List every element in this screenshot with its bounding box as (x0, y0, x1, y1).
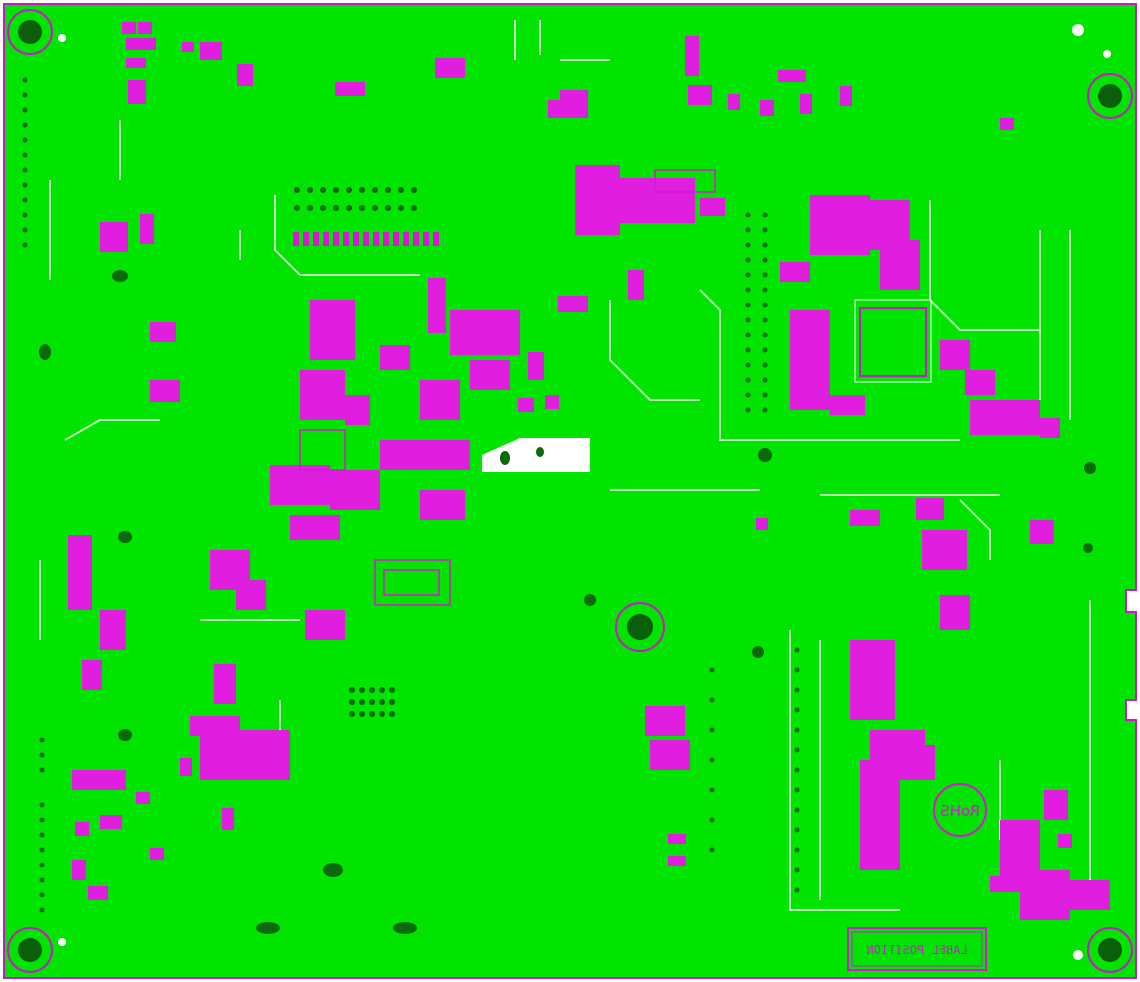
mounting-hole-icon (1087, 927, 1133, 973)
rohs-logo-icon: RoHS (933, 783, 987, 837)
ic-pin-grid (349, 687, 395, 717)
label-position-box: LABEL POSITION (847, 927, 987, 971)
connector-pin-row (294, 187, 417, 211)
board-outline (3, 3, 1137, 979)
mounting-hole-icon (615, 602, 665, 652)
smd-component-pads (68, 22, 1110, 920)
mounting-hole-icon (7, 9, 53, 55)
keepout-area (482, 438, 590, 472)
via-holes (58, 24, 1111, 960)
label-position-text: LABEL POSITION (866, 943, 967, 957)
rohs-text: RoHS (940, 802, 980, 820)
large-pads (39, 270, 1096, 934)
silkscreen-outlines (299, 169, 716, 606)
header-pin-columns (709, 212, 800, 893)
left-edge-pads (22, 77, 45, 913)
cpu-chip-icon (854, 299, 932, 383)
mounting-hole-icon (1087, 73, 1133, 119)
connector-pad-strip (293, 232, 439, 246)
mounting-hole-icon (7, 927, 53, 973)
